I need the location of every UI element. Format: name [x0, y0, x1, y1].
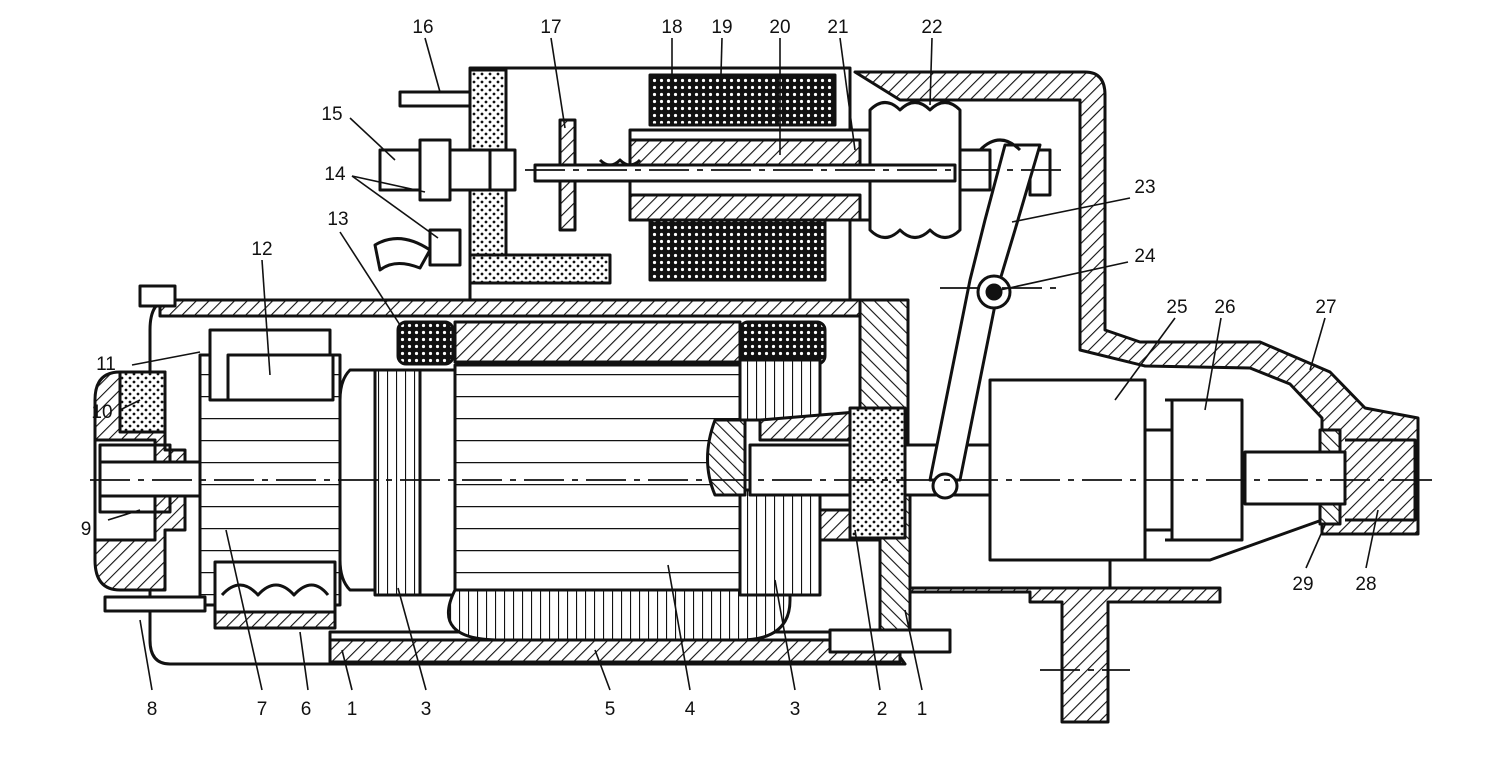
callout-label-2: 2	[877, 699, 888, 720]
callout-label-26: 26	[1214, 297, 1235, 318]
callout-label-17: 17	[540, 17, 561, 38]
callout-label-1: 1	[347, 699, 358, 720]
mechanical-parts	[90, 66, 1440, 724]
callout-label-6: 6	[301, 699, 312, 720]
callout-label-24: 24	[1134, 246, 1156, 267]
callout-label-23: 23	[1134, 177, 1155, 198]
callout-label-7: 7	[257, 699, 268, 720]
callout-label-19: 19	[711, 17, 732, 38]
callout-label-25: 25	[1166, 297, 1187, 318]
callout-label-5: 5	[605, 699, 616, 720]
callout-label-3: 3	[790, 699, 801, 720]
armature-end-windings	[338, 358, 822, 642]
callout-label-20: 20	[769, 17, 790, 38]
center-lines	[90, 169, 1440, 671]
solenoid	[468, 66, 1052, 302]
overrunning-clutch	[988, 378, 1244, 562]
field-coils	[396, 320, 827, 366]
callout-label-8: 8	[147, 699, 158, 720]
callout-label-1: 1	[917, 699, 928, 720]
callout-label-15: 15	[321, 104, 342, 125]
callout-label-10: 10	[91, 402, 112, 423]
callout-label-4: 4	[685, 699, 696, 720]
callout-label-28: 28	[1355, 574, 1376, 595]
callout-label-9: 9	[81, 519, 92, 540]
callout-label-29: 29	[1292, 574, 1313, 595]
terminals	[103, 90, 952, 654]
callout-label-11: 11	[96, 354, 116, 375]
callout-label-3: 3	[421, 699, 432, 720]
callout-label-18: 18	[661, 17, 682, 38]
callout-label-27: 27	[1315, 297, 1336, 318]
callout-label-21: 21	[827, 17, 848, 38]
callout-label-12: 12	[251, 239, 272, 260]
callout-label-16: 16	[412, 17, 433, 38]
callout-label-22: 22	[921, 17, 942, 38]
armature-core	[453, 363, 747, 592]
callout-label-14: 14	[324, 164, 346, 185]
shift-lever	[928, 138, 1042, 500]
callout-label-13: 13	[327, 209, 348, 230]
leader-lines	[107, 37, 1379, 691]
